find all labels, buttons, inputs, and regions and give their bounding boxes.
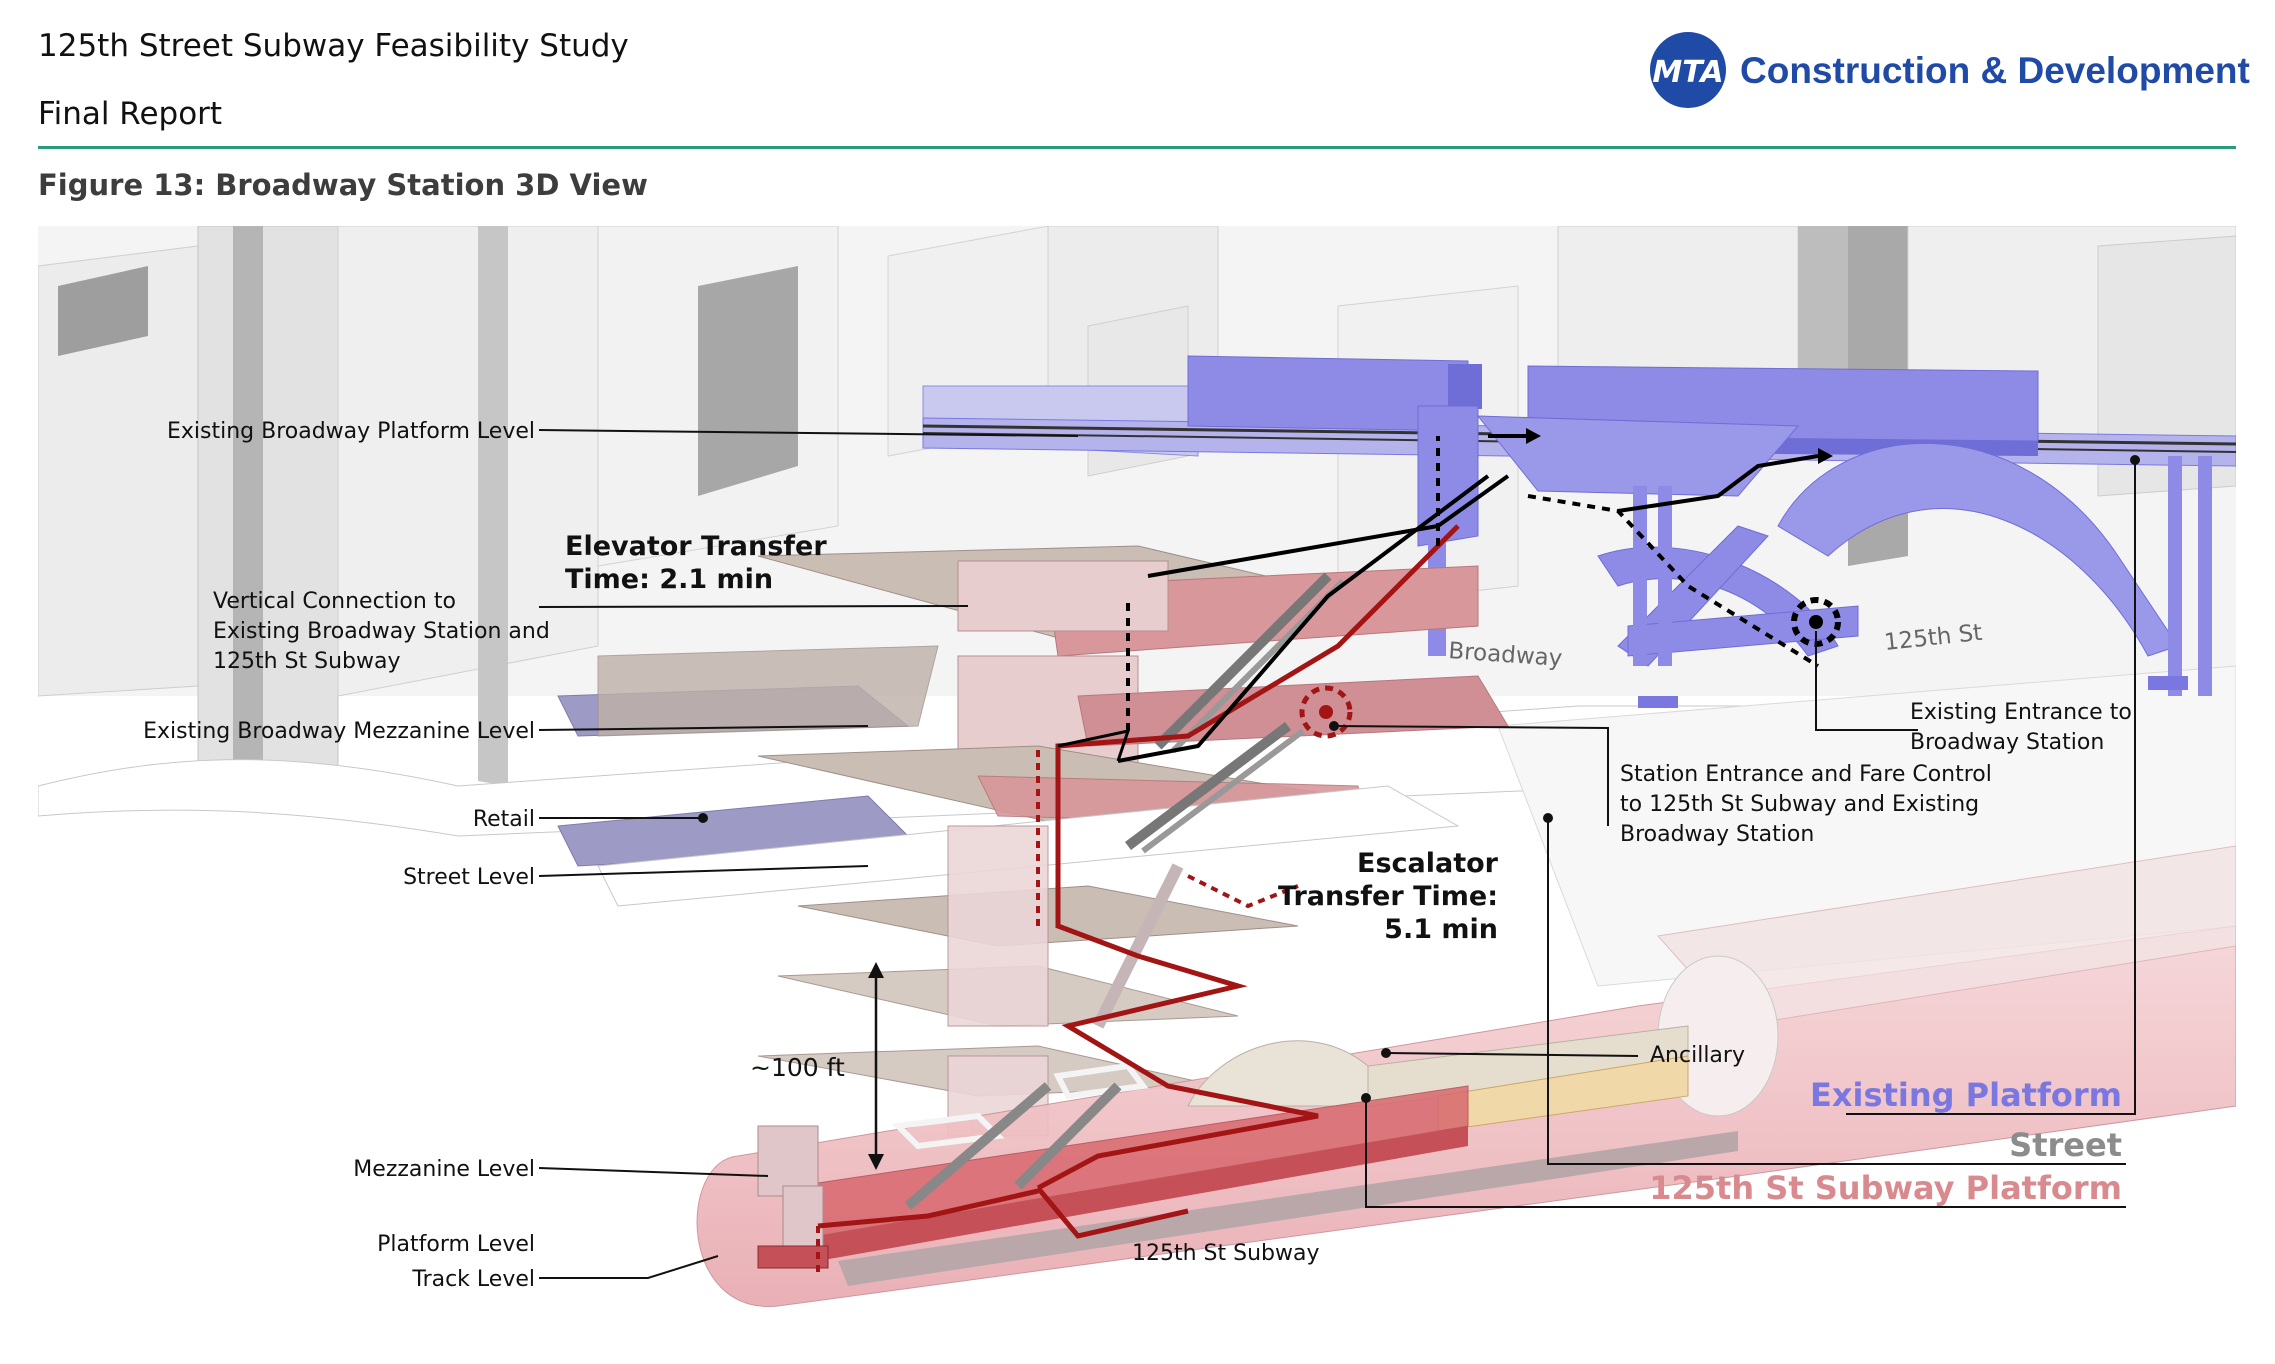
label-elevator-transfer-title: Elevator Transfer (565, 531, 827, 562)
label-escalator-transfer-time: 5.1 min (1384, 914, 1498, 945)
building-floor-plates (557, 545, 1509, 1137)
label-platform-level: Platform Level (377, 1232, 535, 1257)
diagram-labels: Existing Broadway Platform Level Elevato… (143, 419, 2132, 1292)
label-mezzanine-level: Mezzanine Level (353, 1157, 535, 1182)
mta-logo-icon: MTA (1650, 32, 1726, 108)
label-depth: ~100 ft (750, 1053, 845, 1082)
new-entrance-marker-icon (1299, 685, 1353, 739)
label-vertical-connection-line3: 125th St Subway (213, 649, 401, 674)
label-elevator-transfer-time: Time: 2.1 min (565, 564, 773, 595)
label-station-entrance-line2: to 125th St Subway and Existing (1620, 792, 1979, 817)
legend-subway-platform: 125th St Subway Platform (1649, 1169, 2122, 1207)
label-street-level: Street Level (403, 865, 535, 890)
label-vertical-connection-line1: Vertical Connection to (213, 589, 456, 614)
label-vertical-connection-line2: Existing Broadway Station and (213, 619, 550, 644)
label-broadway-platform: Existing Broadway Platform Level (167, 419, 535, 444)
leader-dots (698, 455, 2140, 1103)
label-existing-entrance-line2: Broadway Station (1910, 730, 2104, 755)
dotted-vertical-paths (816, 436, 1820, 1276)
label-ancillary: Ancillary (1650, 1043, 1745, 1068)
legend-underlines (1728, 1113, 2126, 1208)
label-track-level: Track Level (411, 1267, 535, 1292)
legend-street: Street (2009, 1126, 2122, 1164)
legend: Existing Platform Street 125th St Subway… (1649, 1076, 2122, 1207)
label-retail: Retail (473, 807, 535, 832)
label-existing-entrance-line1: Existing Entrance to (1910, 700, 2132, 725)
label-station-entrance-line3: Broadway Station (1620, 822, 1814, 847)
escalators (904, 572, 1346, 1210)
figure-caption: Figure 13: Broadway Station 3D View (38, 168, 648, 202)
subway-tunnel (696, 845, 2236, 1307)
report-subtitle: Final Report (38, 96, 223, 132)
label-broadway-mezzanine: Existing Broadway Mezzanine Level (143, 719, 535, 744)
header-divider (38, 146, 2236, 149)
label-escalator-transfer-subtitle: Transfer Time: (1278, 881, 1498, 912)
legend-existing-platform: Existing Platform (1810, 1076, 2122, 1114)
label-station-entrance-line1: Station Entrance and Fare Control (1620, 762, 1992, 787)
depth-dimension (868, 962, 884, 1170)
station-3d-diagram: Existing Broadway Platform Level Elevato… (38, 226, 2236, 1307)
report-title: 125th Street Subway Feasibility Study (38, 28, 629, 64)
label-escalator-transfer-title: Escalator (1357, 848, 1499, 879)
logo-text: MTA (1652, 55, 1723, 90)
org-name: Construction & Development (1740, 50, 2250, 91)
label-subway-125: 125th St Subway (1132, 1241, 1320, 1266)
